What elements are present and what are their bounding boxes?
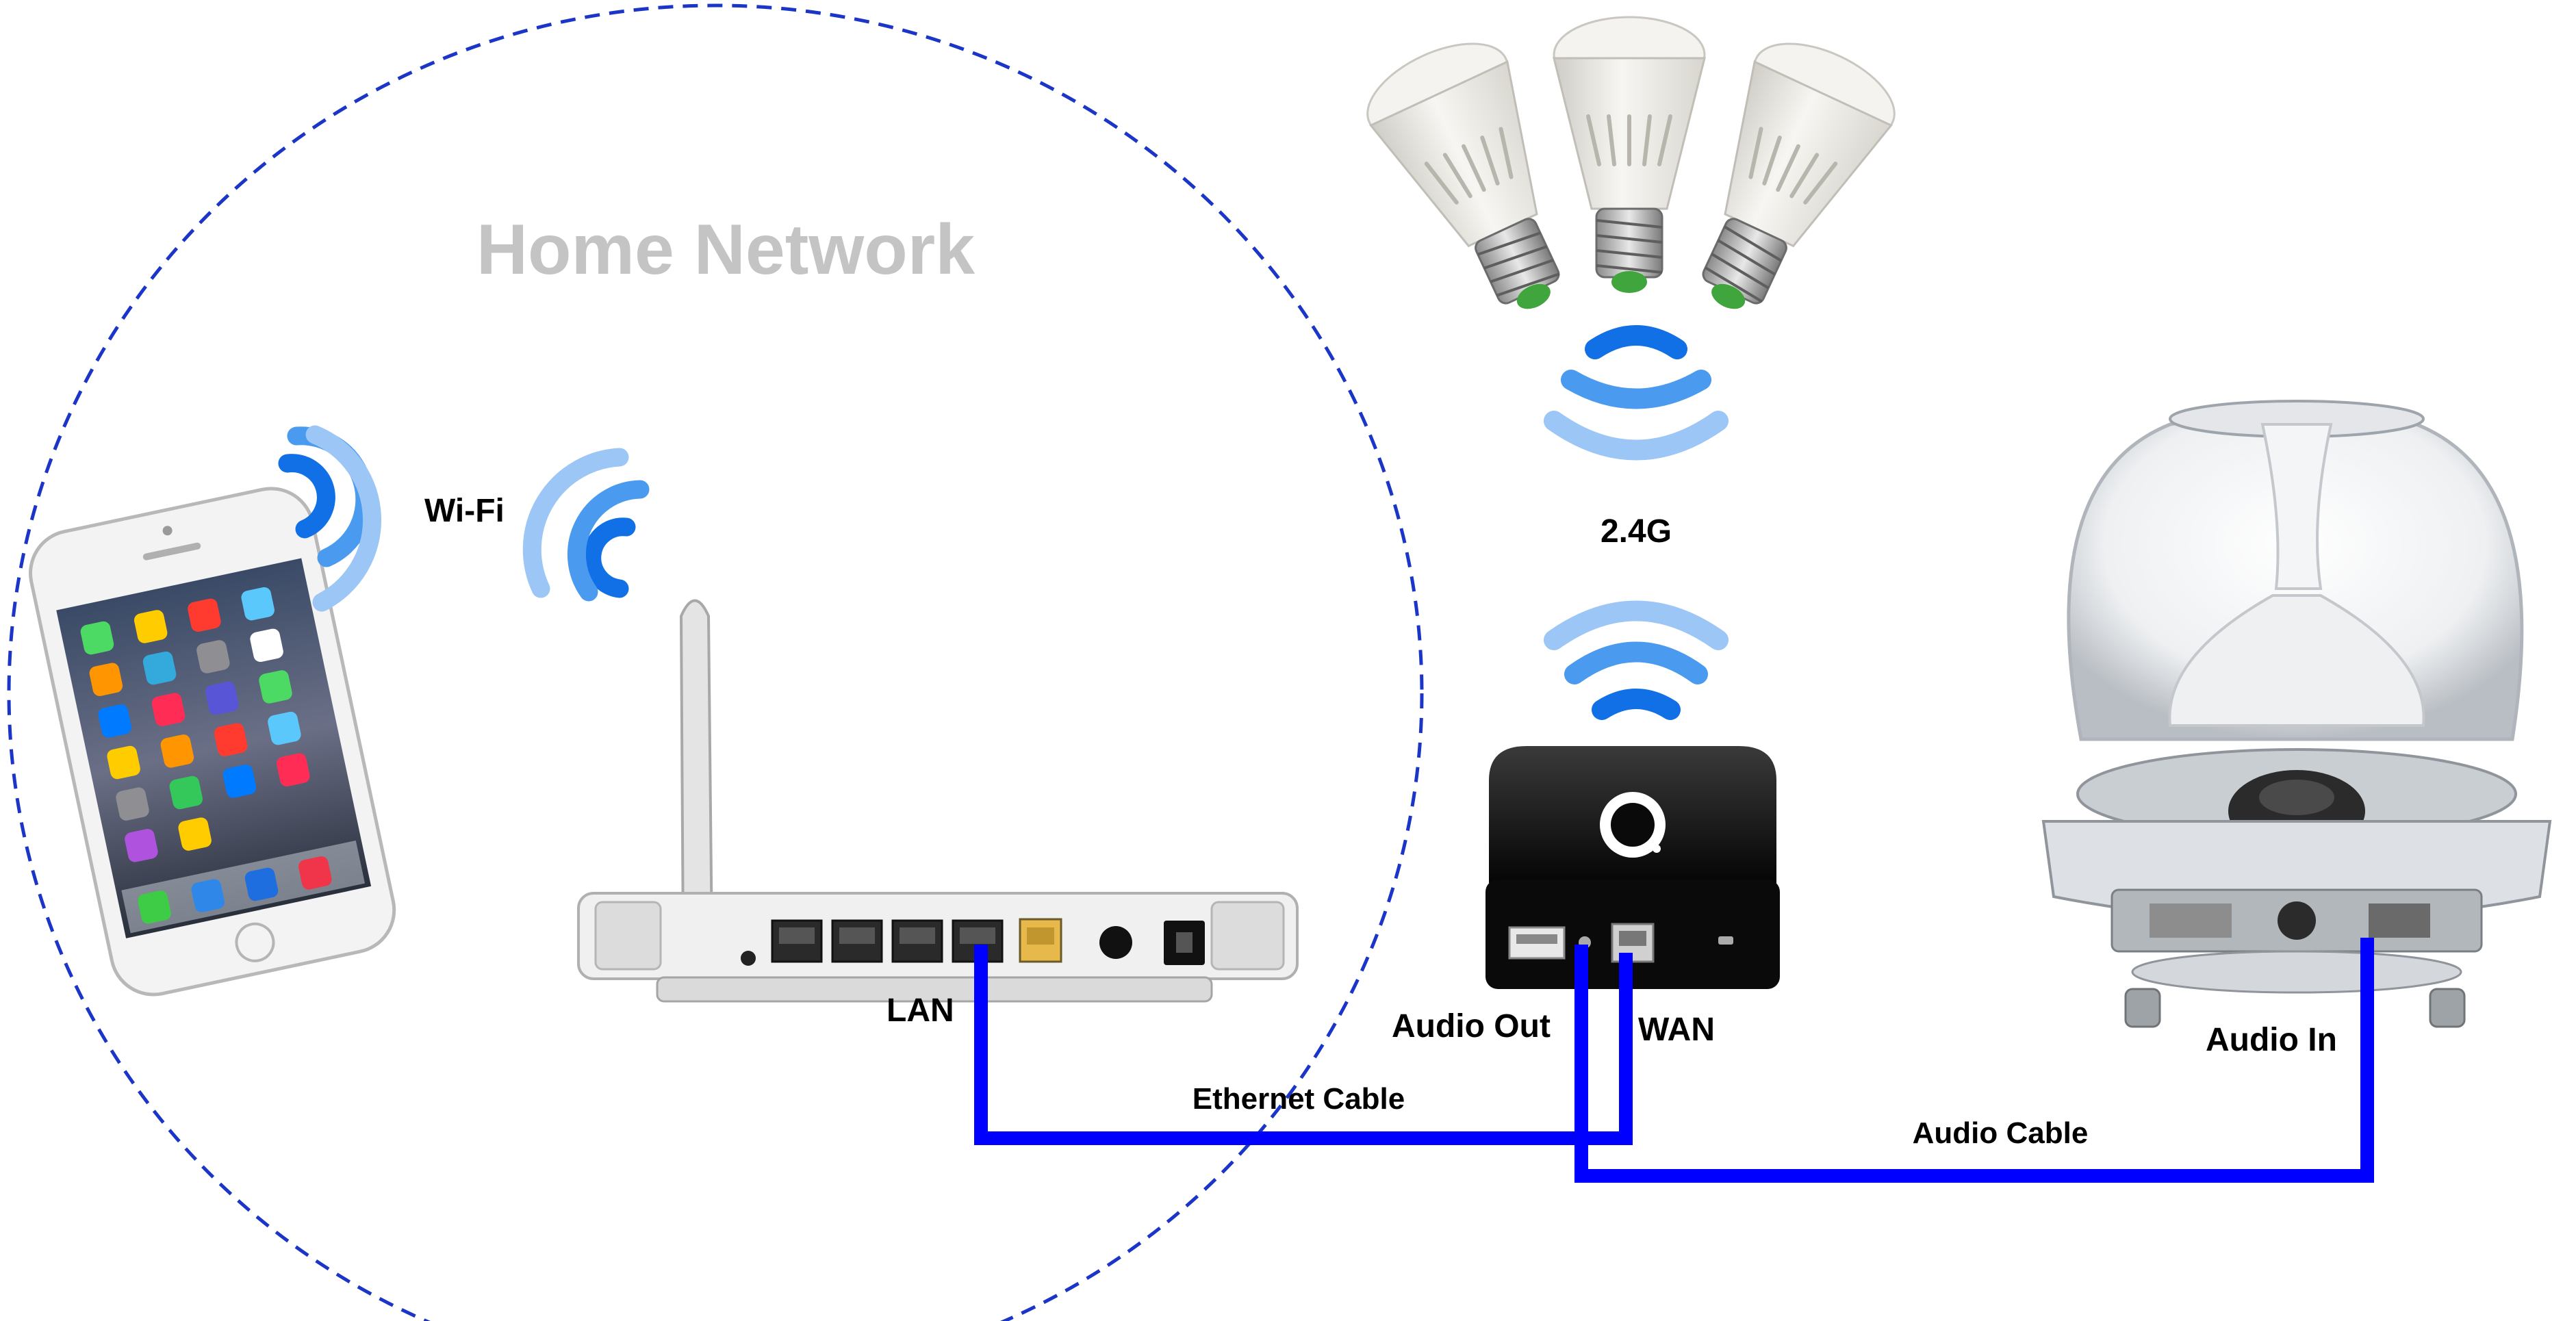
app-icon [89,663,123,696]
bulb-icon [1553,16,1706,293]
audio-cable [1574,938,2374,1183]
app-icon [98,704,131,738]
wifi-label: Wi-Fi [424,493,505,529]
audio-cable-label: Audio Cable [1913,1116,2089,1150]
app-icon [188,598,221,632]
app-icon [116,787,149,821]
app-icon [160,734,194,768]
router-wifi-signal-icon [522,448,650,602]
app-icon [151,693,186,726]
band-label: 2.4G [1601,513,1672,550]
home-network-zone [7,3,1424,1321]
home-network-title: Home Network [476,210,975,290]
smart-bulbs-group [1366,16,1896,309]
app-icon [205,681,239,715]
app-icon [169,775,203,810]
router-icon [577,599,1299,1003]
app-icon [107,745,140,780]
bulb-icon [1366,42,1560,309]
phone-wifi-signal-icon [278,425,381,612]
ethernet-cable-label: Ethernet Cable [1193,1082,1405,1116]
app-icon [133,610,168,643]
app-icon [277,753,310,786]
audio-in-port-label: Audio In [2206,1022,2337,1058]
app-icon [214,723,248,756]
app-icon [80,621,114,655]
bulb-signal-icon [1544,325,1729,461]
lan-port-contact [900,927,935,944]
app-icon [196,640,230,674]
app-icon [241,587,275,621]
adapter-signal-icon [1544,600,1729,720]
app-icon [222,765,257,798]
app-icon [142,651,177,685]
bulb-icon [1702,42,1896,309]
wan-port-label: WAN [1638,1012,1715,1048]
app-icon [268,711,301,745]
app-icon [178,817,212,851]
app-icon [259,670,292,704]
lan-port-contact [960,927,995,944]
audio-out-port-label: Audio Out [1392,1008,1551,1044]
app-icon [125,829,158,862]
lan-port-contact [839,927,875,944]
smartphone-icon [28,487,396,997]
lan-port-contact [779,927,815,944]
app-icon [250,628,283,663]
adapter-icon [1485,746,1780,989]
speaker-icon [2041,400,2552,1028]
lan-port-label: LAN [887,992,954,1029]
ethernet-cable [974,945,1633,1145]
